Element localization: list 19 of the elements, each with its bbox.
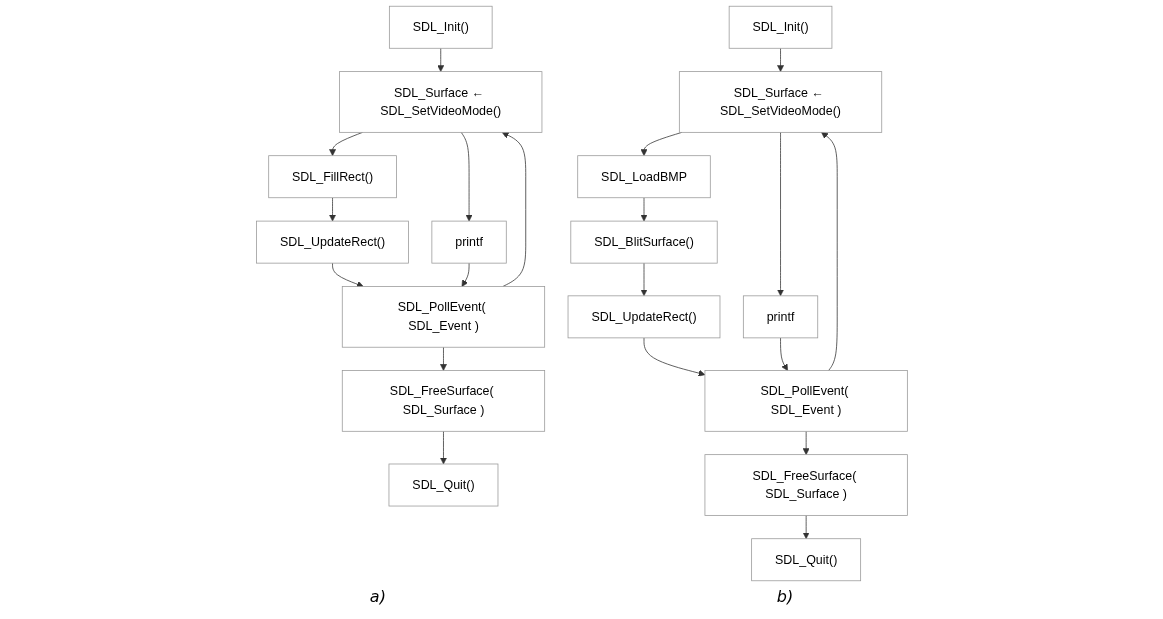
node-box: SDL_Quit() — [750, 538, 861, 582]
node-box: SDL_Init() — [728, 5, 832, 49]
node-box: SDL_FreeSurface( SDL_Surface ) — [341, 370, 545, 432]
node-box: SDL_UpdateRect() — [567, 295, 720, 339]
node-box: SDL_PollEvent( SDL_Event ) — [704, 370, 908, 432]
node-box: SDL_BlitSurface() — [569, 220, 718, 264]
panel-caption: b) — [776, 587, 794, 608]
node-box: SDL_UpdateRect() — [255, 220, 409, 264]
node-box: SDL_Surface ← SDL_SetVideoMode() — [338, 71, 542, 133]
node-box: SDL_FillRect() — [267, 155, 397, 199]
node-box: printf — [742, 295, 818, 339]
node-box: SDL_Surface ← SDL_SetVideoMode() — [678, 71, 882, 133]
panel-caption: a) — [369, 587, 386, 608]
node-box: SDL_Init() — [388, 5, 493, 49]
node-box: printf — [431, 220, 507, 264]
node-box: SDL_PollEvent( SDL_Event ) — [341, 286, 545, 348]
node-box: SDL_Quit() — [388, 463, 498, 507]
node-box: SDL_LoadBMP — [576, 155, 711, 199]
node-box: SDL_FreeSurface( SDL_Surface ) — [704, 454, 908, 516]
